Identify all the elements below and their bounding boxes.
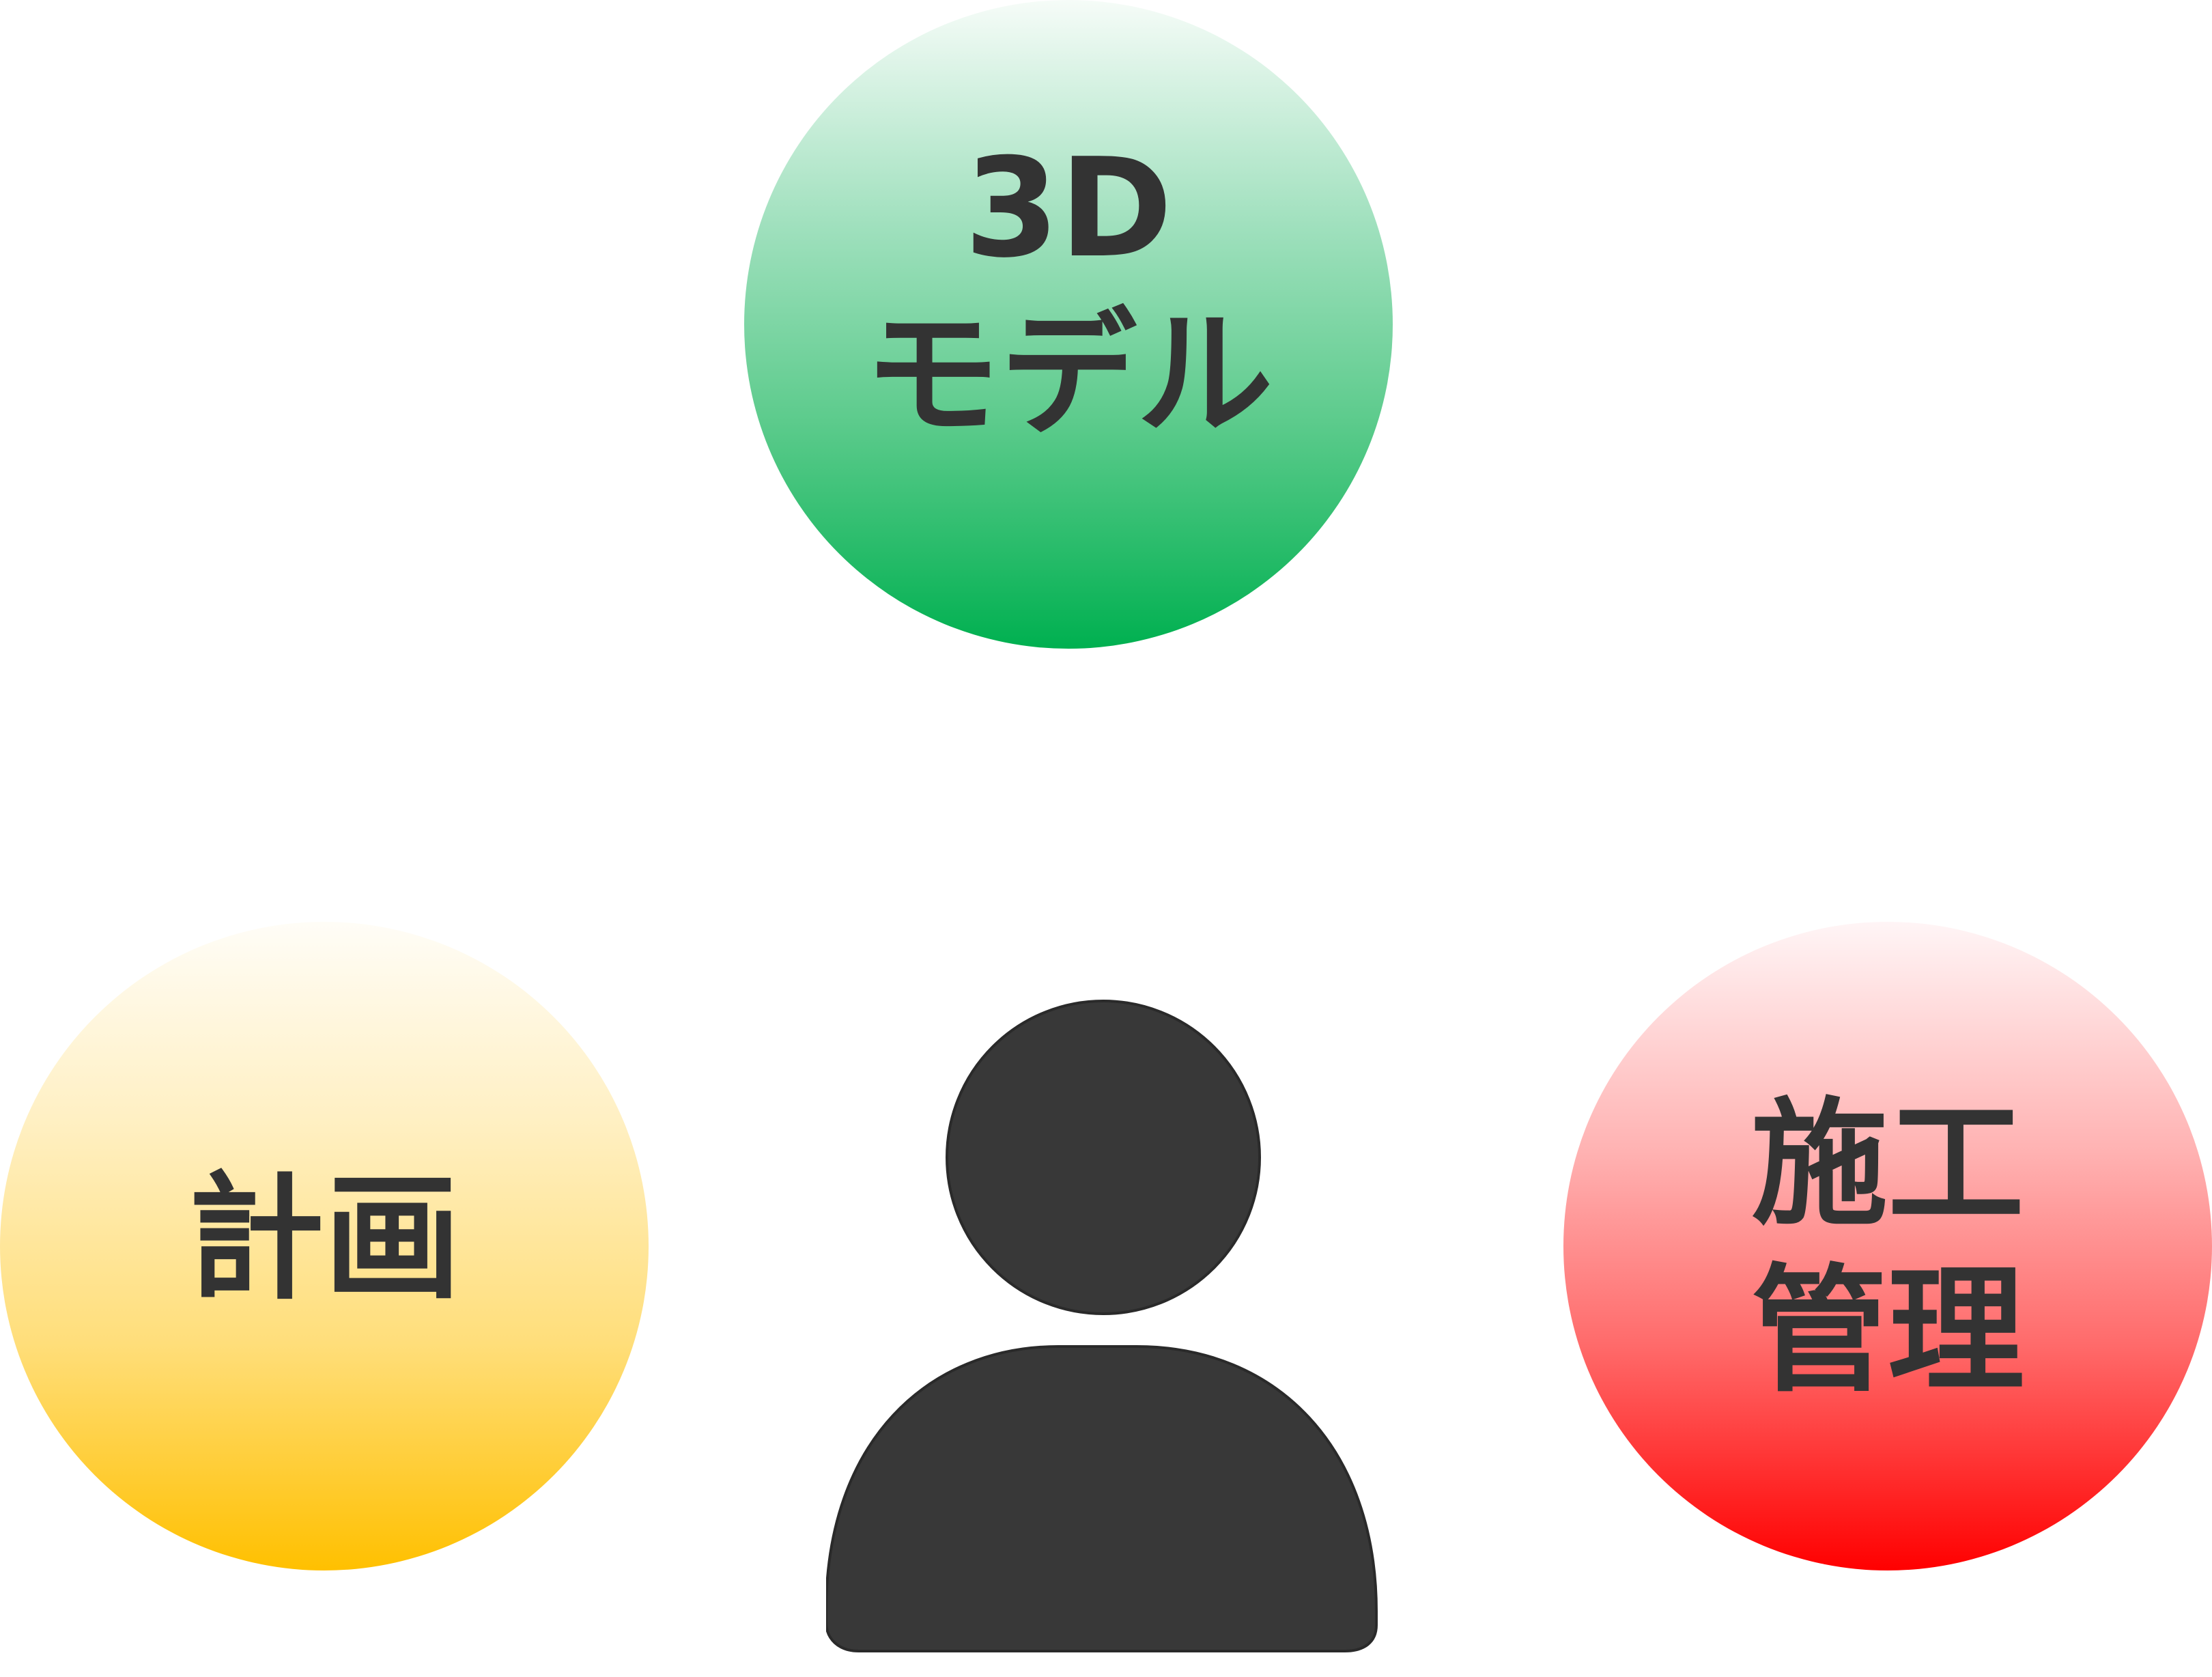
node-plan-label: 計画 [187,1159,461,1319]
person-icon [826,1000,1378,1652]
node-plan: 計画 [0,922,649,1570]
person-head [946,1000,1261,1315]
person-body [826,1345,1378,1652]
node-construction-management: 施工 管理 [1563,922,2212,1570]
node-3d-model-label: 3D モデル [863,128,1273,455]
node-construction-management-label: 施工 管理 [1750,1084,2024,1411]
node-3d-model: 3D モデル [744,0,1393,649]
